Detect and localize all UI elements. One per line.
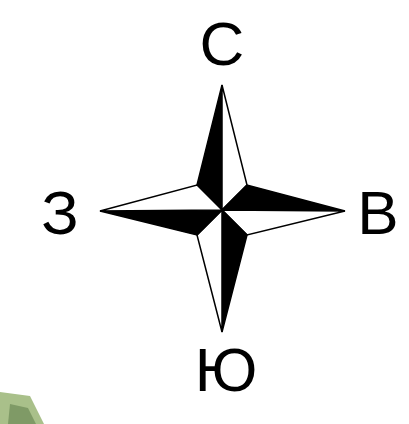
map-corner [0,392,44,424]
map-corner [8,404,36,424]
direction-letter: В [357,182,398,244]
direction-letter: Ю [195,339,258,401]
direction-letter: С [200,13,245,75]
star [100,85,345,332]
direction-letter: З [41,182,78,244]
